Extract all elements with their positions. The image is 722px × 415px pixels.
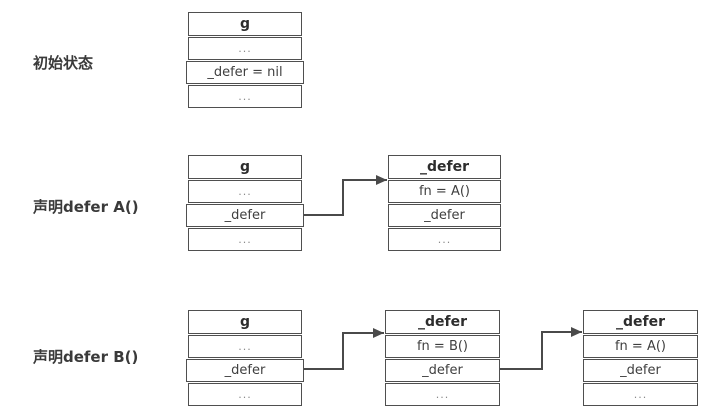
defer-field: _defer — [388, 204, 501, 227]
stage-label-initial: 初始状态 — [33, 54, 94, 72]
defer-field: _defer — [186, 204, 304, 227]
struct-header: g — [188, 12, 302, 36]
g-struct-defer-a: g ... _defer ... — [186, 155, 304, 251]
defer-a-struct: _defer fn = A() _defer ... — [388, 155, 501, 251]
ellipsis-row: ... — [188, 37, 302, 60]
fn-field: fn = A() — [388, 180, 501, 203]
arrow-g-to-defer-b — [302, 328, 384, 370]
struct-header: _defer — [583, 310, 698, 334]
ellipsis-row: ... — [188, 228, 302, 251]
defer-a-struct-linked: _defer fn = A() _defer ... — [583, 310, 698, 406]
defer-field: _defer — [186, 359, 304, 382]
ellipsis-row: ... — [188, 85, 302, 108]
ellipsis-row: ... — [385, 383, 500, 406]
ellipsis-row: ... — [388, 228, 501, 251]
stage-label-defer-a: 声明defer A() — [33, 198, 139, 216]
g-struct-defer-b: g ... _defer ... — [186, 310, 304, 406]
ellipsis-row: ... — [188, 180, 302, 203]
arrow-defer-b-to-defer-a — [500, 327, 582, 370]
struct-header: _defer — [385, 310, 500, 334]
defer-field: _defer — [385, 359, 500, 382]
ellipsis-row: ... — [583, 383, 698, 406]
defer-field: _defer = nil — [186, 61, 304, 84]
stage-label-defer-b: 声明defer B() — [33, 348, 139, 366]
fn-field: fn = B() — [385, 335, 500, 358]
struct-header: _defer — [388, 155, 501, 179]
struct-header: g — [188, 310, 302, 334]
defer-field: _defer — [583, 359, 698, 382]
arrow-g-to-defer-a — [302, 175, 387, 216]
defer-b-struct: _defer fn = B() _defer ... — [385, 310, 500, 406]
ellipsis-row: ... — [188, 383, 302, 406]
fn-field: fn = A() — [583, 335, 698, 358]
g-struct-initial: g ... _defer = nil ... — [186, 12, 304, 108]
ellipsis-row: ... — [188, 335, 302, 358]
struct-header: g — [188, 155, 302, 179]
